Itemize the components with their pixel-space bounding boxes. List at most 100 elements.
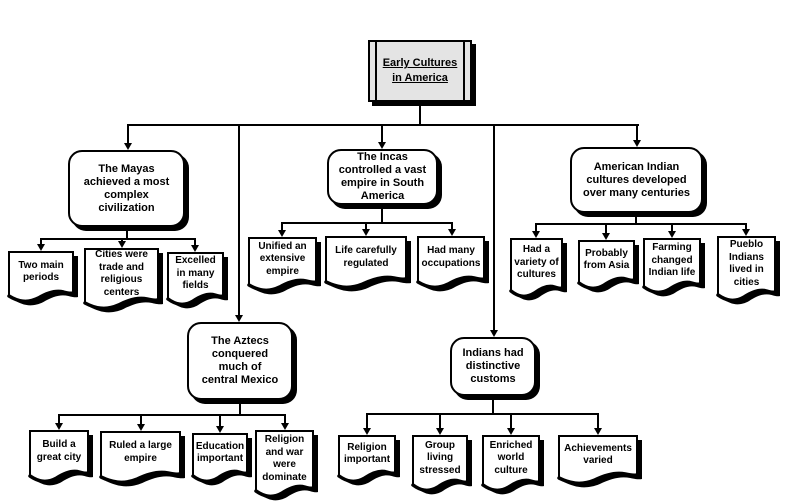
note-label: Build a great city xyxy=(36,439,82,463)
note-label: Religion and war were dominate xyxy=(262,434,307,483)
connector-line xyxy=(535,223,747,225)
note-excelled-many-fields[interactable]: Excelled in many fields xyxy=(166,252,228,309)
connector-line xyxy=(121,238,123,243)
note-label: Had many occupations xyxy=(421,245,481,269)
note-had-many-occupations[interactable]: Had many occupations xyxy=(416,236,489,292)
arrow-down-icon xyxy=(124,143,132,150)
note-label: Pueblo Indians lived in cities xyxy=(728,239,764,288)
arrow-down-icon xyxy=(118,241,126,248)
note-cities-trade-religious[interactable]: Cities were trade and religious centers xyxy=(83,248,163,313)
note-education-important[interactable]: Education important xyxy=(191,433,252,486)
node-indians-customs[interactable]: Indians had distinctive customs xyxy=(450,337,536,396)
node-label: Indians had distinctive customs xyxy=(462,347,524,385)
note-label: Religion important xyxy=(343,441,391,466)
note-label: Enriched world culture xyxy=(489,439,533,476)
note-two-main-periods[interactable]: Two main periods xyxy=(7,251,78,306)
connector-line xyxy=(439,413,441,430)
arrow-down-icon xyxy=(216,426,224,433)
connector-line xyxy=(127,124,639,126)
connector-line xyxy=(510,413,512,430)
node-mayas[interactable]: The Mayas achieved a most complex civili… xyxy=(68,150,185,227)
note-label: Life carefully regulated xyxy=(335,245,397,269)
arrow-down-icon xyxy=(235,315,243,322)
connector-line xyxy=(281,222,283,232)
note-variety-of-cultures[interactable]: Had a variety of cultures xyxy=(509,238,567,301)
note-religion-important[interactable]: Religion important xyxy=(337,435,400,486)
arrow-down-icon xyxy=(490,330,498,337)
note-achievements-varied[interactable]: Achievements varied xyxy=(557,435,642,488)
note-label: Two main periods xyxy=(18,259,64,284)
connector-line xyxy=(605,223,607,235)
connector-line xyxy=(127,124,129,145)
note-ruled-large-empire[interactable]: Ruled a large empire xyxy=(99,431,185,487)
note-build-great-city[interactable]: Build a great city xyxy=(28,430,93,486)
arrow-down-icon xyxy=(507,428,515,435)
connector-line xyxy=(535,223,537,233)
connector-line xyxy=(635,213,637,223)
note-farming-changed-life[interactable]: Farming changed Indian life xyxy=(642,238,705,297)
arrow-down-icon xyxy=(668,231,676,238)
note-label: Farming changed Indian life xyxy=(648,242,696,279)
arrow-down-icon xyxy=(278,230,286,237)
arrow-down-icon xyxy=(363,428,371,435)
node-american-indian[interactable]: American Indian cultures developed over … xyxy=(570,147,703,213)
connector-line xyxy=(493,124,495,332)
arrow-down-icon xyxy=(281,423,289,430)
connector-line xyxy=(58,414,286,416)
note-pueblo-indians-cities[interactable]: Pueblo Indians lived in cities xyxy=(716,236,780,305)
arrow-down-icon xyxy=(594,428,602,435)
connector-line xyxy=(671,223,673,233)
arrow-down-icon xyxy=(742,229,750,236)
note-label: Cities were trade and religious centers xyxy=(95,249,148,298)
title-label: Early Cultures in America xyxy=(382,57,458,84)
note-label: Education important xyxy=(195,440,245,465)
connector-line xyxy=(745,223,747,231)
connector-line xyxy=(381,124,383,144)
connector-line xyxy=(419,102,421,125)
connector-line xyxy=(239,400,241,414)
connector-line xyxy=(194,238,196,247)
arrow-down-icon xyxy=(532,231,540,238)
connector-line xyxy=(451,222,453,231)
node-early-cultures-title[interactable]: Early Cultures in America xyxy=(368,40,472,102)
node-incas[interactable]: The Incas controlled a vast empire in So… xyxy=(327,149,438,205)
note-enriched-world-culture[interactable]: Enriched world culture xyxy=(481,435,544,495)
connector-line xyxy=(366,413,368,430)
note-probably-from-asia[interactable]: Probably from Asia xyxy=(577,240,639,293)
connector-line xyxy=(140,414,142,426)
note-life-carefully-regulated[interactable]: Life carefully regulated xyxy=(324,236,411,292)
note-unified-extensive-empire[interactable]: Unified an extensive empire xyxy=(247,237,321,295)
note-religion-war-dominate[interactable]: Religion and war were dominate xyxy=(254,430,318,501)
connector-line xyxy=(492,396,494,413)
connector-line xyxy=(284,414,286,425)
arrow-down-icon xyxy=(436,428,444,435)
connector-line xyxy=(219,414,221,428)
connector-line xyxy=(238,124,240,317)
note-label: Excelled in many fields xyxy=(175,255,216,292)
arrow-down-icon xyxy=(602,233,610,240)
connector-line xyxy=(366,413,599,415)
note-label: Probably from Asia xyxy=(583,247,630,272)
node-label: The Aztecs conquered much of central Mex… xyxy=(201,335,279,386)
arrow-down-icon xyxy=(448,229,456,236)
arrow-down-icon xyxy=(362,229,370,236)
note-label: Had a variety of cultures xyxy=(514,244,559,281)
connector-line xyxy=(381,204,383,222)
node-aztecs[interactable]: The Aztecs conquered much of central Mex… xyxy=(187,322,293,400)
connector-line xyxy=(40,238,196,240)
note-label: Achievements varied xyxy=(564,442,632,467)
node-label: American Indian cultures developed over … xyxy=(583,160,690,199)
connector-line xyxy=(58,414,60,425)
arrow-down-icon xyxy=(37,244,45,251)
note-label: Group living stressed xyxy=(419,439,461,476)
arrow-down-icon xyxy=(55,423,63,430)
connector-line xyxy=(597,413,599,430)
connector-line xyxy=(365,222,367,231)
note-group-living-stressed[interactable]: Group living stressed xyxy=(411,435,472,495)
arrow-down-icon xyxy=(378,142,386,149)
note-label: Ruled a large empire xyxy=(109,440,172,464)
connector-line xyxy=(636,124,638,142)
arrow-down-icon xyxy=(137,424,145,431)
connector-line xyxy=(126,227,128,238)
